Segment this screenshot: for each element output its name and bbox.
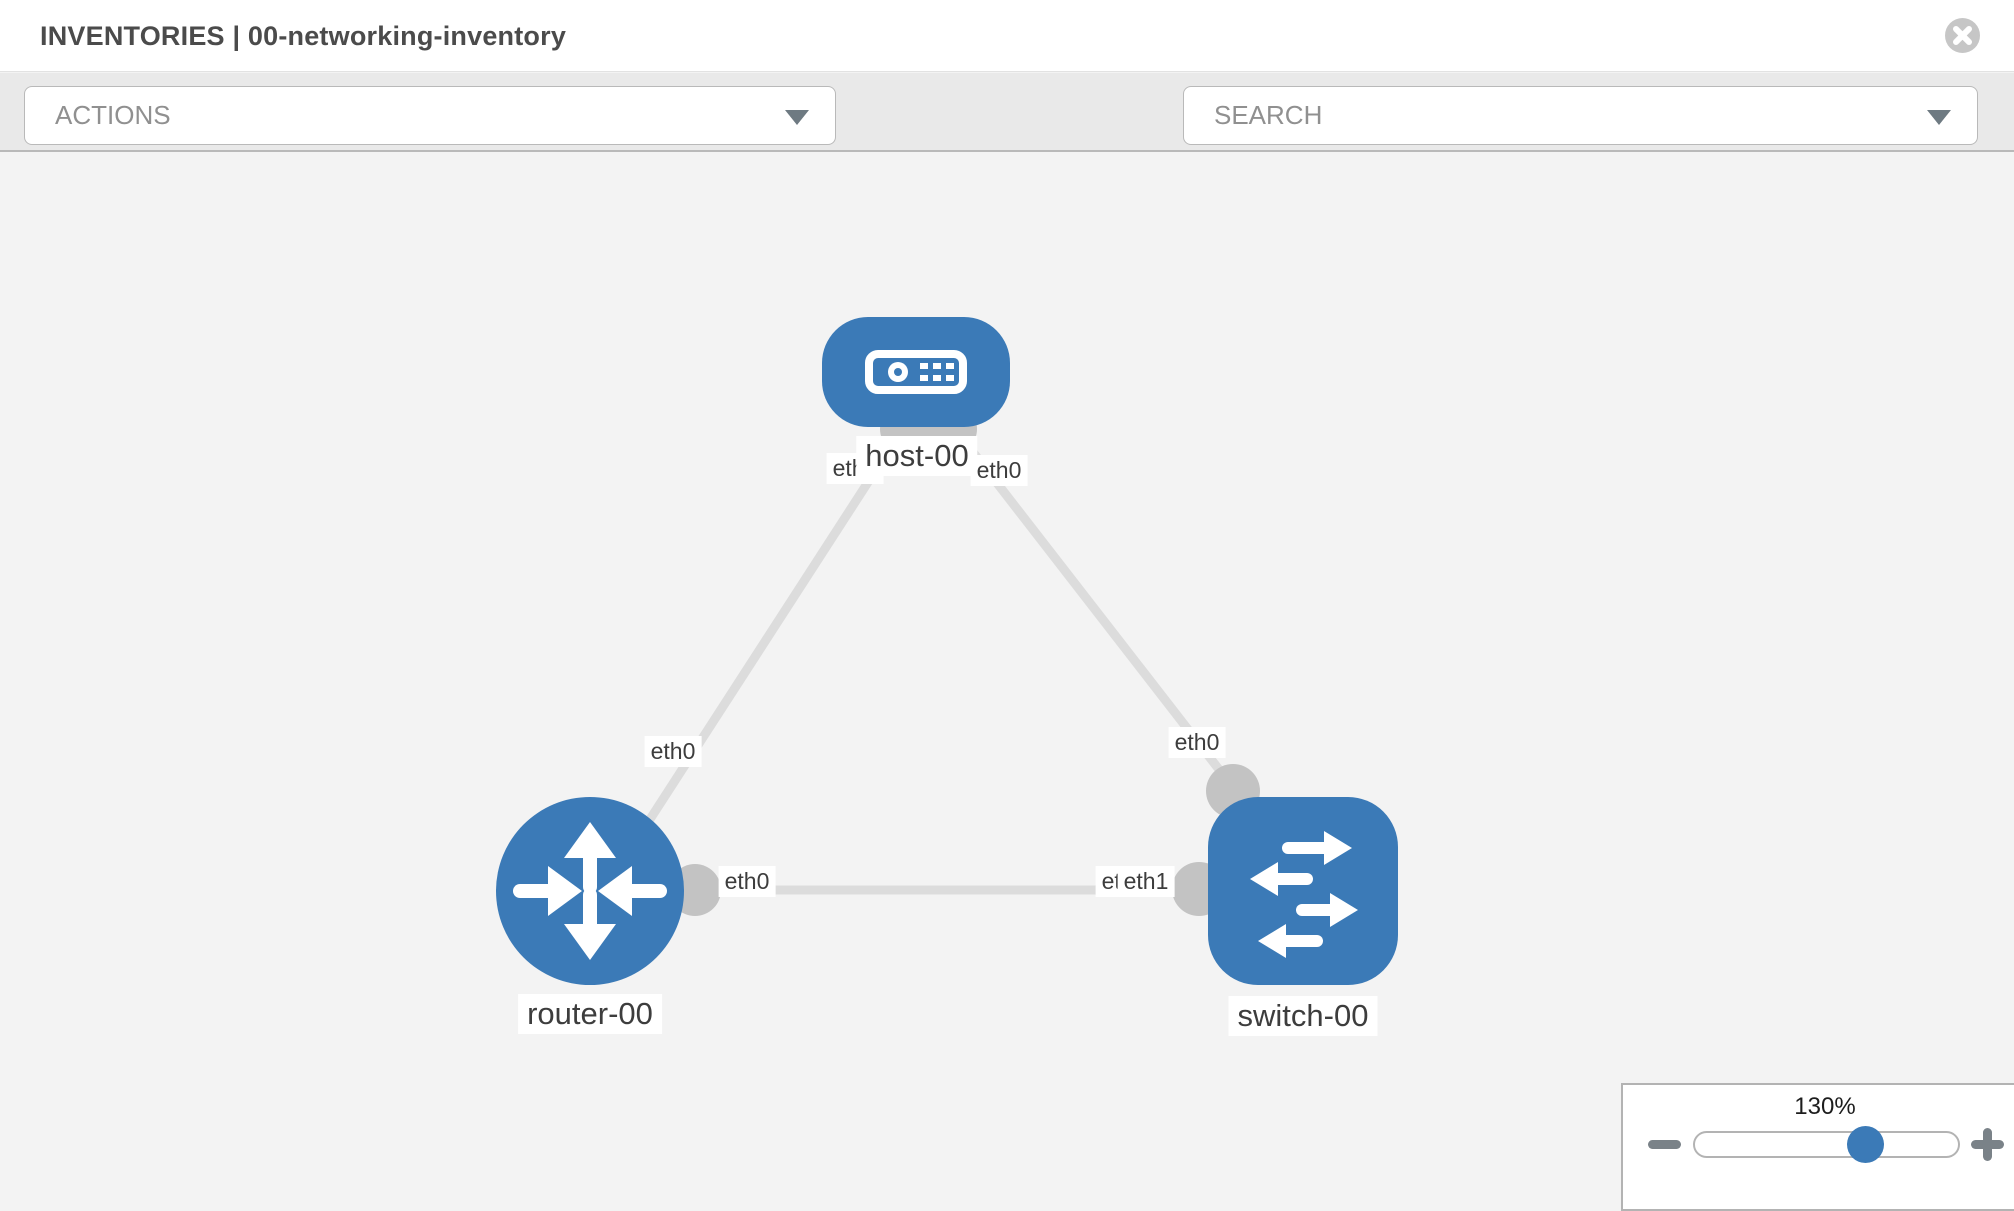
actions-dropdown-label: ACTIONS (55, 100, 171, 130)
router-icon (513, 822, 667, 960)
topology-canvas[interactable]: eth0 eth0 host-00 eth0 eth0 eth0 eth0 et… (0, 152, 2014, 1211)
search-dropdown[interactable]: SEARCH (1183, 86, 1978, 145)
actions-dropdown[interactable]: ACTIONS (24, 86, 836, 145)
search-dropdown-label: SEARCH (1214, 100, 1323, 130)
zoom-slider[interactable] (1693, 1131, 1960, 1158)
zoom-panel: 130% (1621, 1083, 2014, 1211)
node-router-00[interactable] (496, 797, 684, 985)
page-title: INVENTORIES | 00-networking-inventory (40, 21, 567, 51)
node-label-router-00: router-00 (518, 994, 662, 1034)
port-label-router-eth0: eth0 (718, 866, 776, 897)
zoom-value: 130% (1794, 1093, 1856, 1120)
header: INVENTORIES | 00-networking-inventory (0, 0, 2014, 72)
node-label-switch-00: switch-00 (1228, 996, 1378, 1036)
port-label-host-eth0-right: eth0 (970, 455, 1028, 486)
node-switch-00[interactable] (1208, 797, 1398, 985)
port-label-router-eth0-uplink: eth0 (644, 736, 702, 767)
zoom-slider-handle[interactable] (1847, 1126, 1884, 1163)
zoom-in-button[interactable] (1970, 1127, 2005, 1162)
port-label-switch-eth0: eth0 (1168, 727, 1226, 758)
node-label-host-00: host-00 (856, 436, 978, 476)
port-label-switch-eth1: eth1 (1117, 866, 1175, 897)
toolbar: ACTIONS SEARCH (0, 73, 2014, 208)
link-host-router[interactable] (608, 422, 909, 881)
node-host-00[interactable] (822, 317, 1010, 427)
chevron-down-icon (1927, 110, 1951, 125)
chevron-down-icon (785, 110, 809, 125)
close-icon (1953, 26, 1972, 45)
close-button[interactable] (1945, 18, 1980, 53)
switch-icon (1250, 831, 1358, 958)
zoom-out-button[interactable] (1648, 1140, 1681, 1149)
host-icon (865, 350, 967, 394)
